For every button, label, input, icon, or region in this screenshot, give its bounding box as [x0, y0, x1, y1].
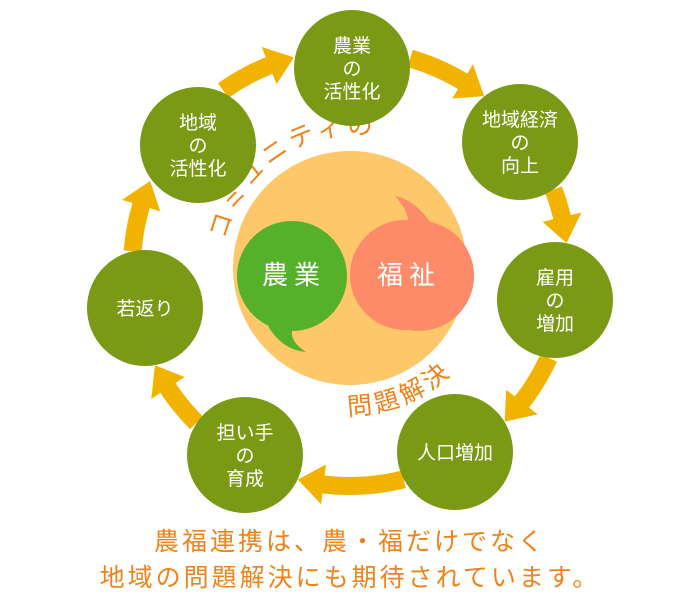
cycle-arrow-icon	[542, 186, 582, 243]
cycle-arrow-icon	[407, 49, 485, 99]
cycle-arrow-icon	[151, 365, 203, 430]
cycle-node-label: 雇用	[536, 267, 574, 289]
cycle-node-label: 育成	[226, 468, 264, 490]
cycle-node-label: 地域	[179, 112, 217, 134]
cycle-node-circle	[294, 10, 410, 126]
cycle-node-label: 人口増加	[417, 442, 493, 464]
cycle-arrow-icon	[297, 464, 406, 505]
caption-line-1: 農福連携は、農・福だけでなく	[153, 527, 546, 556]
cycle-arrow-icon	[218, 46, 294, 98]
cycle-node-label: 地域経済	[482, 109, 558, 131]
caption-line-2: 地域の問題解決にも期待されています。	[99, 563, 601, 592]
core-concept: 農業 福祉 コミュニティの 問題解決	[203, 111, 474, 422]
cycle-arrow-icon	[121, 181, 161, 252]
cycle-node-circle	[87, 250, 203, 366]
cycle-node-circle	[462, 84, 578, 200]
cycle-node-label: 活性化	[169, 158, 226, 180]
cycle-node-label: の	[545, 290, 564, 312]
cycle-node-label: の	[342, 58, 361, 80]
cycle-node-label: の	[235, 445, 254, 467]
cycle-node-circle	[397, 394, 513, 510]
cycle-node-label: 担い手	[216, 422, 273, 444]
welfare-bubble-body	[350, 220, 460, 330]
cycle-node-label: 向上	[501, 155, 539, 177]
cycle-arrows	[121, 46, 582, 505]
cycle-node-label: 農業	[333, 35, 371, 57]
cycle-node-circle	[187, 397, 303, 513]
welfare-label: 福祉	[377, 261, 441, 291]
cycle-node-label: の	[510, 132, 529, 154]
agriculture-bubble-tail	[268, 326, 306, 352]
cycle-node-label: 活性化	[323, 81, 380, 103]
cycle-node-label: 若返り	[116, 298, 173, 320]
cycle-node-label: の	[188, 135, 207, 157]
cycle-arrow-icon	[504, 354, 557, 422]
cycle-node-label: 増加	[536, 313, 574, 335]
agriculture-label: 農業	[262, 261, 326, 291]
cycle-node-circle	[140, 87, 256, 203]
cycle-node-circle	[497, 242, 613, 358]
cycle-node-population-increase: 人口増加	[397, 394, 513, 510]
agriculture-bubble-body	[237, 221, 347, 331]
cycle-node-rejuvenation: 若返り	[87, 250, 203, 366]
